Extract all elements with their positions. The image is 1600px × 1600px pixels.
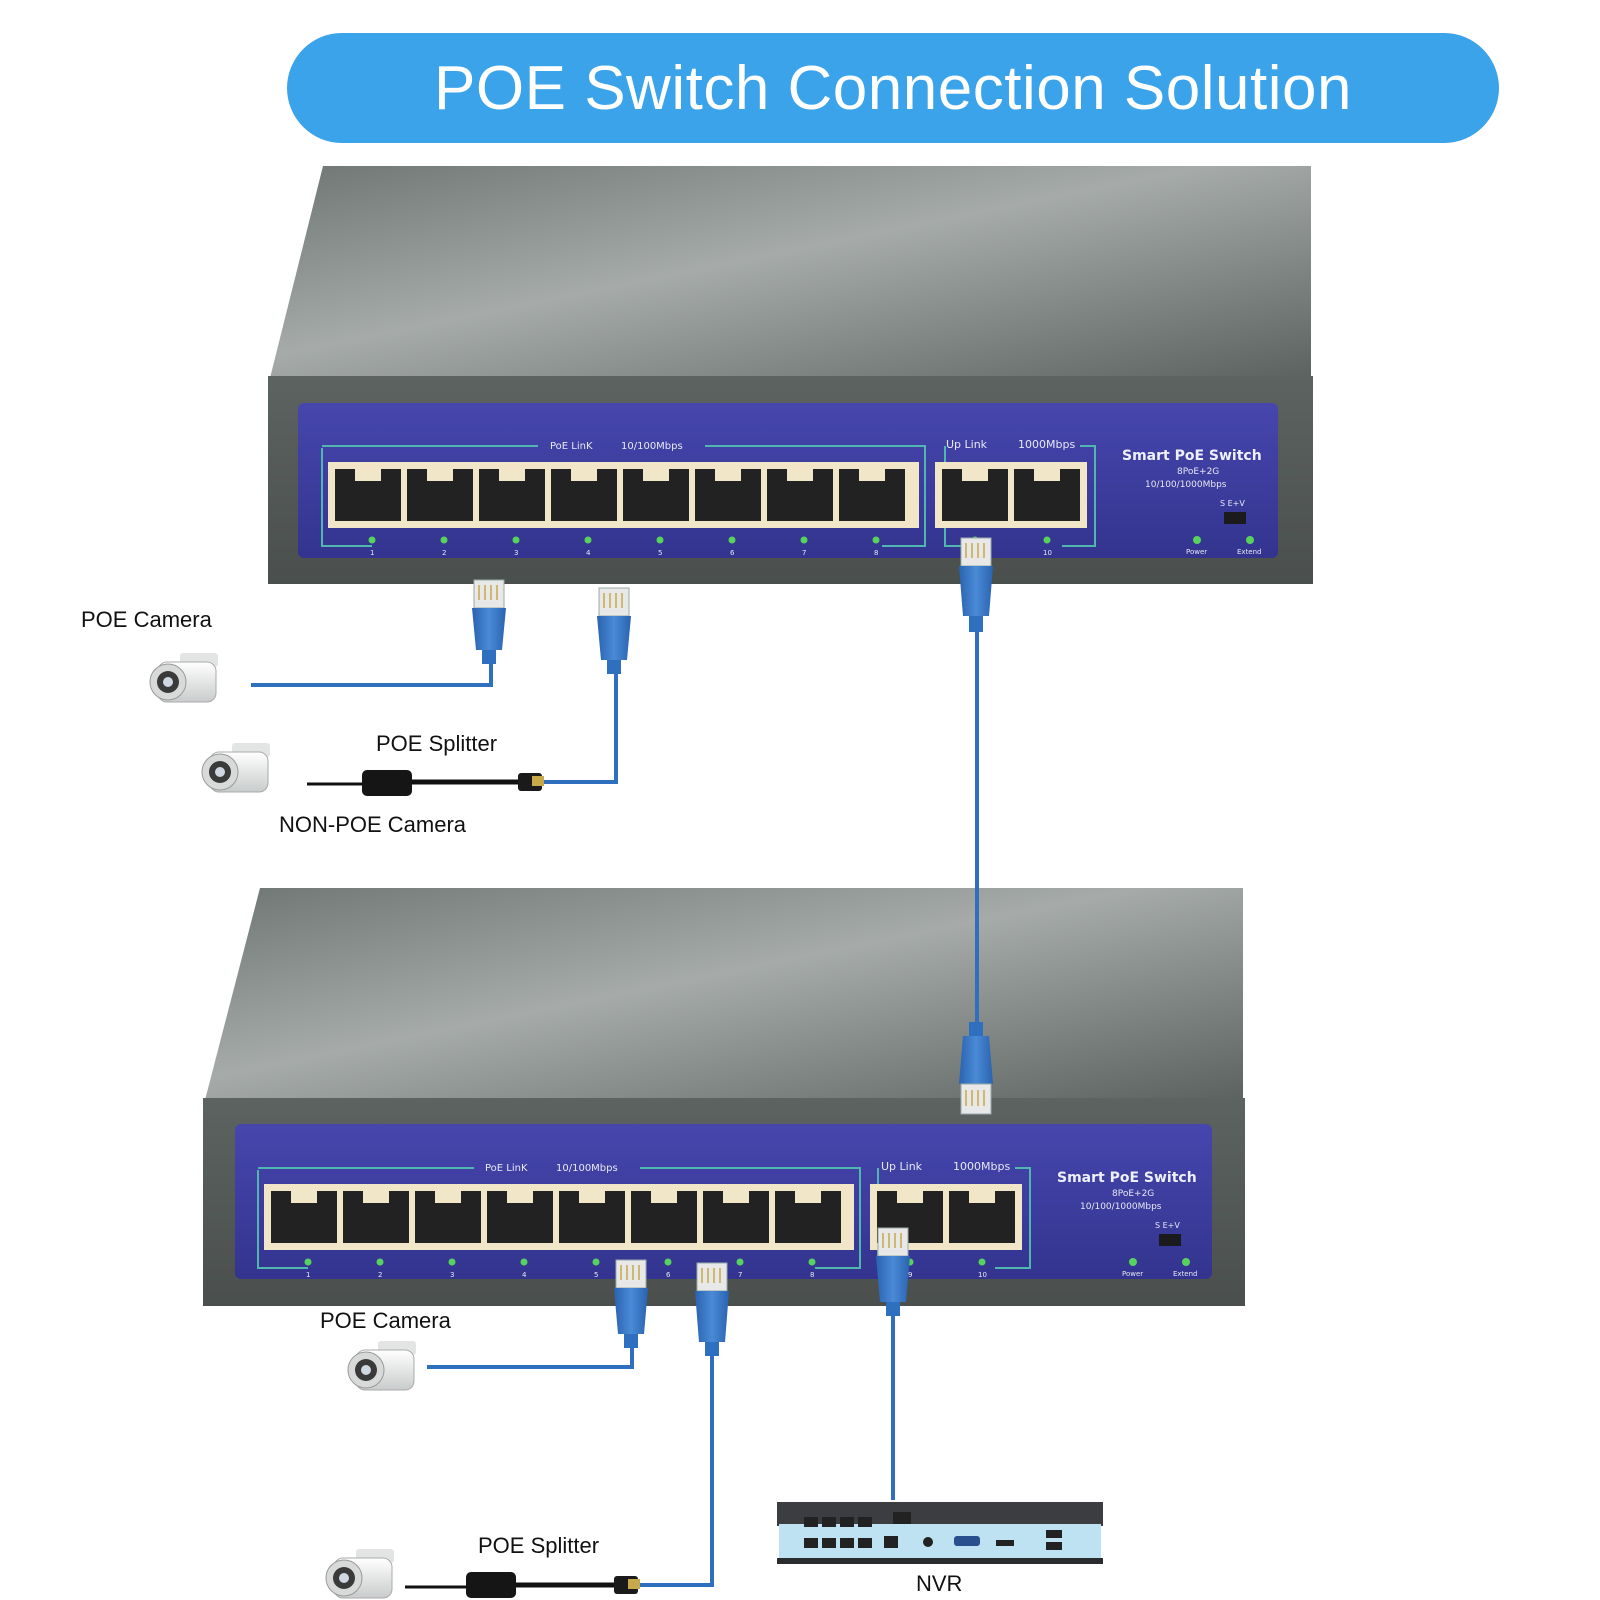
poe-splitter-icon-bottom [405, 1572, 640, 1598]
top-port-3 [479, 469, 545, 521]
cable-top-splitter [540, 670, 618, 784]
top-port-num-8: 8 [874, 549, 878, 557]
top-port-6 [695, 469, 761, 521]
b-extend-led [1182, 1258, 1190, 1266]
rj45-plug-bottom-2 [695, 1262, 729, 1356]
brand-sub1: 8PoE+2G [1177, 467, 1219, 477]
top-port-num-6: 6 [730, 549, 735, 557]
bottom-port-6 [631, 1191, 697, 1243]
b-uplink-speed-label: 1000Mbps [953, 1160, 1010, 1173]
dip-switch-label: S E+V [1220, 499, 1245, 508]
top-port-10 [1014, 469, 1080, 521]
b-brand-sub1: 8PoE+2G [1112, 1189, 1154, 1199]
b-dip-switch [1159, 1234, 1181, 1246]
b-brand-sub2: 10/100/1000Mbps [1080, 1202, 1162, 1212]
extend-led [1246, 536, 1254, 544]
rj45-plug-top-1 [472, 579, 506, 664]
rj45-plug-top-2 [597, 587, 631, 674]
power-led-label: Power [1186, 548, 1207, 556]
bottom-switch: PoE LinK 10/100Mbps Up Link 1000Mbps Sma… [203, 888, 1245, 1306]
bottom-port-num-1: 1 [306, 1271, 310, 1279]
bottom-port-num-4: 4 [522, 1271, 527, 1279]
rj45-plug-uplink-top [959, 537, 993, 632]
label-nvr: NVR [916, 1571, 963, 1596]
nvr-device-icon [777, 1502, 1103, 1564]
top-port-num-1: 1 [370, 549, 374, 557]
b-brand-title: Smart PoE Switch [1057, 1170, 1197, 1186]
uplink-label: Up Link [946, 438, 988, 451]
top-port-num-10: 10 [1043, 549, 1052, 557]
cables [251, 630, 979, 1587]
top-port-num-5: 5 [658, 549, 662, 557]
rj45-plug-nvr [876, 1227, 910, 1316]
bottom-port-3 [415, 1191, 481, 1243]
top-port-7 [767, 469, 833, 521]
b-extend-led-label: Extend [1173, 1270, 1198, 1278]
top-port-num-7: 7 [802, 549, 806, 557]
camera-icon-bottom-non-poe [325, 1549, 394, 1599]
page-title: POE Switch Connection Solution [287, 33, 1499, 143]
cable-top-poe-camera [251, 662, 493, 687]
bottom-switch-lid [205, 888, 1243, 1100]
bottom-port-num-7: 7 [738, 1271, 742, 1279]
bottom-port-num-8: 8 [810, 1271, 814, 1279]
bottom-port-7 [703, 1191, 769, 1243]
top-port-num-2: 2 [442, 549, 446, 557]
top-port-5 [623, 469, 689, 521]
bottom-port-5 [559, 1191, 625, 1243]
top-port-4 [551, 469, 617, 521]
label-non-poe-camera: NON-POE Camera [279, 812, 467, 837]
label-poe-camera-top: POE Camera [81, 607, 212, 632]
bottom-port-num-3: 3 [450, 1271, 454, 1279]
top-switch: PoE LinK 10/100Mbps Up Link 1000Mbps Sma… [268, 166, 1313, 584]
rj45-plug-uplink-bottom [959, 1022, 993, 1115]
top-port-num-3: 3 [514, 549, 518, 557]
top-port-8 [839, 469, 905, 521]
top-switch-lid [270, 166, 1311, 378]
top-port-2 [407, 469, 473, 521]
rj45-plug-bottom-1 [614, 1259, 648, 1348]
b-power-led-label: Power [1122, 1270, 1143, 1278]
bottom-port-2 [343, 1191, 409, 1243]
poe-splitter-icon-top [307, 770, 544, 796]
b-dip-switch-label: S E+V [1155, 1221, 1180, 1230]
b-uplink-label: Up Link [881, 1160, 923, 1173]
camera-icon-top-non-poe [201, 743, 270, 793]
b-power-led [1129, 1258, 1137, 1266]
top-port-9 [942, 469, 1008, 521]
poe-speed-label: 10/100Mbps [621, 441, 683, 452]
uplink-speed-label: 1000Mbps [1018, 438, 1075, 451]
cable-bottom-poe-camera [427, 1345, 634, 1369]
bottom-port-10 [949, 1191, 1015, 1243]
bottom-port-num-10: 10 [978, 1271, 987, 1279]
bottom-port-num-6: 6 [666, 1271, 671, 1279]
bottom-port-num-2: 2 [378, 1271, 382, 1279]
cable-bottom-splitter [640, 1353, 714, 1587]
bottom-port-1 [271, 1191, 337, 1243]
power-led [1193, 536, 1201, 544]
camera-icon-bottom-poe [347, 1341, 416, 1391]
b-poe-speed-label: 10/100Mbps [556, 1163, 618, 1174]
camera-icon-top-poe [149, 653, 218, 703]
poe-link-label: PoE LinK [550, 441, 593, 452]
bottom-port-8 [775, 1191, 841, 1243]
label-poe-camera-bottom: POE Camera [320, 1308, 451, 1333]
b-poe-link-label: PoE LinK [485, 1163, 528, 1174]
brand-title: Smart PoE Switch [1122, 448, 1262, 464]
top-port-num-4: 4 [586, 549, 591, 557]
brand-sub2: 10/100/1000Mbps [1145, 480, 1227, 490]
label-poe-splitter-bottom: POE Splitter [478, 1533, 600, 1558]
top-port-1 [335, 469, 401, 521]
bottom-port-4 [487, 1191, 553, 1243]
bottom-port-num-9: 9 [908, 1271, 912, 1279]
bottom-port-num-5: 5 [594, 1271, 598, 1279]
dip-switch [1224, 512, 1246, 524]
label-poe-splitter-top: POE Splitter [376, 731, 498, 756]
extend-led-label: Extend [1237, 548, 1262, 556]
